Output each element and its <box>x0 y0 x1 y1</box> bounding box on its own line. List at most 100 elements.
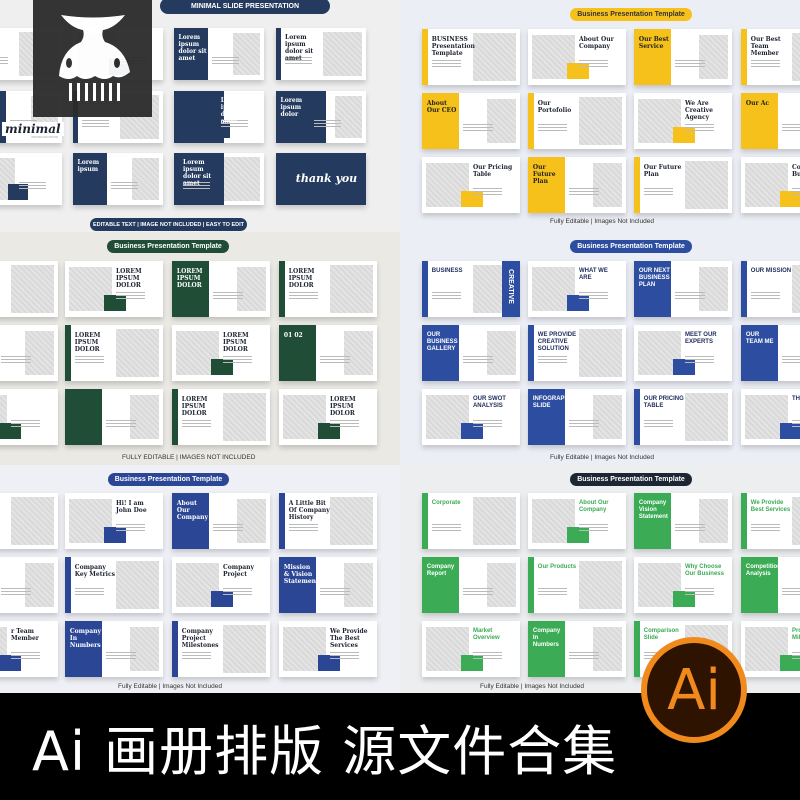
slide-thumbnail: About Our CEO <box>422 93 520 149</box>
slide-thumbnail: Company Key Metrics <box>65 557 163 613</box>
slide-title: Lorem ipsum dolor sit amet <box>220 97 249 126</box>
text-lines <box>181 651 212 660</box>
text-lines <box>537 123 568 132</box>
image-placeholder <box>472 497 517 545</box>
accent-block <box>422 493 428 549</box>
slide-title: Lorem ipsum <box>77 159 100 174</box>
slide-thumbnail: LOREM IPSUM DOLOR <box>65 261 163 317</box>
image-placeholder <box>335 96 363 138</box>
slide-thumbnail: Project Milesto <box>741 621 800 677</box>
slide-title: Our Ac <box>745 99 770 107</box>
slide-title: A Little Bit Of Company History <box>288 499 330 521</box>
text-lines <box>320 355 350 364</box>
image-placeholder <box>592 162 623 208</box>
accent-block <box>172 621 178 677</box>
accent-block <box>172 261 210 317</box>
image-placeholder <box>578 329 623 377</box>
text-lines <box>115 523 146 532</box>
image-placeholder <box>0 626 8 672</box>
accent-block <box>174 28 209 80</box>
slide-thumbnail: WHAT WE ARE <box>528 261 626 317</box>
slide-thumbnail: Lorem ipsum dolor sit amet <box>276 28 366 80</box>
text-lines <box>74 355 105 364</box>
slide-title: We Are Creative Agency <box>684 99 713 121</box>
image-placeholder <box>0 394 8 440</box>
panel-footer: Fully Editable | Images Not Included <box>550 454 654 461</box>
image-placeholder <box>129 394 160 440</box>
text-lines <box>222 355 253 364</box>
text-lines <box>750 291 781 300</box>
text-lines <box>472 419 503 428</box>
accent-block <box>634 157 640 213</box>
slide-thumbnail: OUR NEXT BUSINESS PLAN <box>634 261 732 317</box>
slide-title: LOREM IPSUM DOLOR <box>288 267 315 289</box>
slide-title: Comparison Slide <box>643 627 679 641</box>
accent-block <box>634 493 672 549</box>
slide-thumbnail: OUR BUSINESS GALLERY <box>422 325 520 381</box>
image-placeholder <box>486 562 517 608</box>
accent-block <box>528 325 534 381</box>
accent-block <box>634 389 640 445</box>
slide-thumbnail: Why Choose Our Business <box>634 557 732 613</box>
slide-thumbnail: Our Best Team Member <box>741 29 800 85</box>
text-lines <box>82 119 109 128</box>
slide-title: THANK Y <box>791 395 800 402</box>
image-placeholder <box>684 161 729 209</box>
slide-thumbnail <box>65 389 163 445</box>
text-lines <box>782 355 800 364</box>
text-lines <box>537 587 568 596</box>
text-lines <box>10 419 41 428</box>
slide-thumbnail: LOREM IPSUM DOLOR <box>172 261 270 317</box>
image-placeholder <box>322 32 363 76</box>
slide-title: Company In Numbers <box>69 627 101 649</box>
image-placeholder <box>129 626 160 672</box>
text-lines <box>463 123 493 132</box>
slide-title: Why Choose Our Business <box>684 563 724 577</box>
text-lines <box>222 587 253 596</box>
slide-thumbnail: Our Ac <box>741 93 800 149</box>
text-lines <box>684 587 715 596</box>
slide-title: LOREM IPSUM DOLOR <box>74 331 101 353</box>
text-lines <box>181 419 212 428</box>
image-placeholder <box>343 330 374 376</box>
brand-logo <box>33 0 152 117</box>
accent-block <box>172 389 178 445</box>
adobe-illustrator-icon: Ai <box>641 637 747 743</box>
image-placeholder <box>791 497 800 545</box>
text-lines <box>537 355 568 364</box>
accent-block <box>172 493 210 549</box>
text-lines <box>569 651 599 660</box>
slide-thumbnail: Our Best Service <box>634 29 732 85</box>
slide-title: About Our Company <box>578 35 614 50</box>
panel-footer: Fully Editable | Images Not Included <box>118 683 222 690</box>
slide-thumbnail: OUR PRICING TABLE <box>634 389 732 445</box>
slide-title: Company Project <box>222 563 255 578</box>
panel-footer: EDITABLE TEXT | IMAGE NOT INCLUDED | EAS… <box>90 218 247 231</box>
text-lines <box>791 187 800 196</box>
slide-title: OUR SWOT ANALYSIS <box>472 395 506 409</box>
panel-footer: FULLY EDITABLE | IMAGES NOT INCLUDED <box>122 454 256 461</box>
image-placeholder <box>115 329 160 377</box>
image-placeholder <box>233 33 261 75</box>
accent-block <box>422 325 460 381</box>
slide-title: INFOGRAPHIC SLIDE <box>532 395 575 409</box>
slide-title: Our Portofolio <box>537 99 572 114</box>
slide-title: Our Best Service <box>638 35 669 50</box>
text-lines <box>213 523 243 532</box>
accent-block <box>422 557 460 613</box>
text-lines <box>643 187 674 196</box>
panel-title-pill: Business Presentation Template <box>570 473 692 486</box>
text-lines <box>329 651 360 660</box>
text-lines <box>1 587 31 596</box>
slide-thumbnail: Lorem ipsum <box>73 153 163 205</box>
slide-title: OUR TEAM ME <box>745 331 774 345</box>
slide-title: Company Project Milestones <box>181 627 219 649</box>
image-placeholder <box>132 158 160 200</box>
slide-title: Our Future Plan <box>643 163 682 178</box>
slide-thumbnail: 01 02 <box>279 325 377 381</box>
text-lines <box>110 181 138 190</box>
side-band <box>502 261 520 317</box>
image-placeholder <box>684 393 729 441</box>
